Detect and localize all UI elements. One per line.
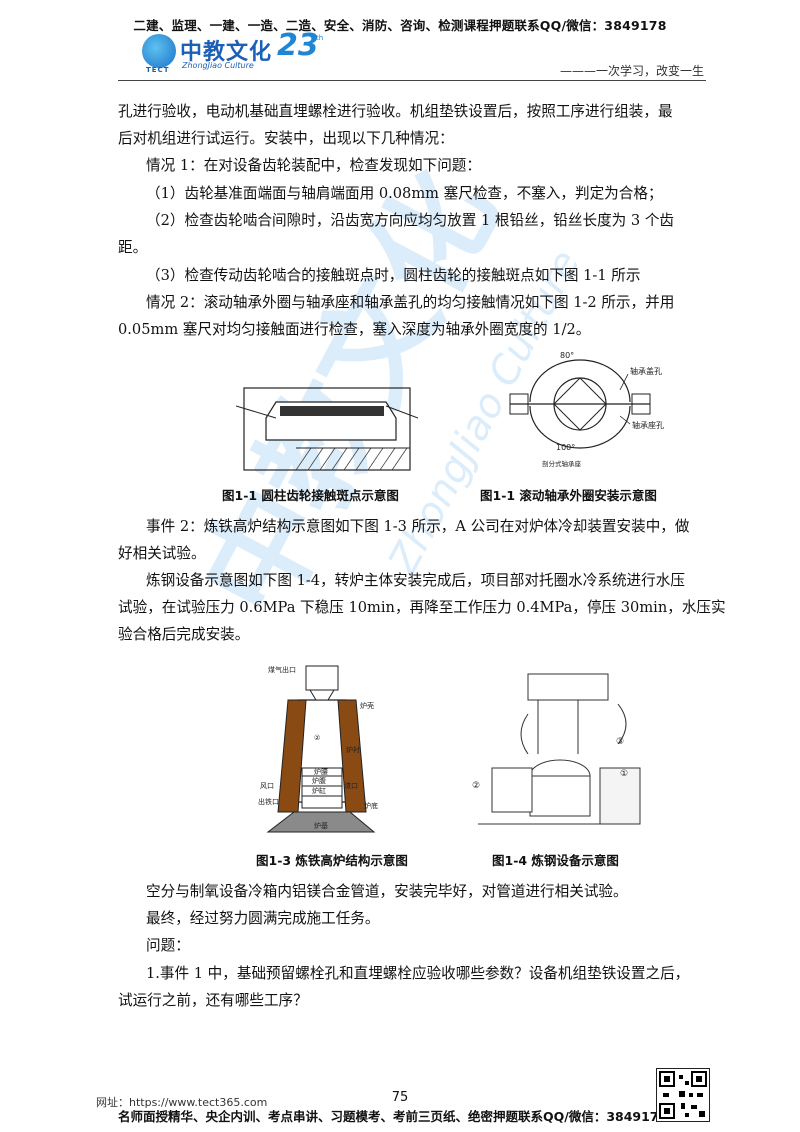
label-n2: ② (472, 781, 480, 791)
header-banner: 二建、监理、一建、一造、二造、安全、消防、咨询、检测课程押题联系QQ/微信：38… (133, 18, 667, 33)
paragraph-line: 空分与制氧设备冷箱内铝镁合金管道，安装完毕好，对管道进行相关试验。 (146, 883, 628, 900)
figure-blast-furnace: 煤气出口 炉壳 ② 炉衬 炉腰 炉腹 炉缸 风口 渣口 出铁口 炉底 炉基 (254, 662, 388, 840)
figure-steelmaking: ③ ② ① (468, 664, 648, 834)
paragraph-line: 问题： (146, 937, 190, 954)
paragraph-line: 最终，经过努力圆满完成施工任务。 (146, 910, 380, 927)
cover-hole-label: 轴承盖孔 (630, 366, 662, 376)
header-divider (118, 80, 706, 81)
split-bearing-label: 剖分式轴承座 (542, 459, 582, 468)
paragraph-line: 验合格后完成安装。 (118, 626, 250, 643)
figure-caption: 图1-1 滚动轴承外圈安装示意图 (480, 488, 657, 503)
paragraph-line: 孔进行验收，电动机基础直埋螺栓进行验收。机组垫铁设置后，按照工序进行组装，最 (118, 103, 673, 120)
label-bottom: 炉底 (364, 801, 378, 810)
label-tuyere: 风口 (260, 782, 274, 790)
figure-caption: 图1-1 圆柱齿轮接触斑点示意图 (222, 488, 399, 503)
brand-logo: TECT 中教文化 ZhongJiao Culture 23 th (142, 28, 332, 76)
footer-url[interactable]: 网址：https://www.tect365.com (96, 1096, 268, 1109)
paragraph-line: 事件 2：炼铁高炉结构示意图如下图 1-3 所示，A 公司在对炉体冷却装置安装中… (146, 518, 690, 535)
seat-hole-label: 轴承座孔 (632, 420, 664, 430)
paragraph-line: 好相关试验。 (118, 545, 206, 562)
figure-gear-contact (236, 378, 418, 474)
label-n3: ③ (616, 737, 624, 747)
paragraph-line: 距。 (118, 239, 148, 256)
page-number: 75 (391, 1090, 409, 1105)
label-hearth: 炉缸 (312, 786, 326, 795)
logo-anniversary: 23 (277, 28, 319, 63)
logo-abbr: TECT (146, 66, 170, 74)
paragraph-line: （3）检查传动齿轮啮合的接触斑点时，圆柱齿轮的接触斑点如下图 1-1 所示 (146, 267, 641, 284)
figure-caption: 图1-4 炼钢设备示意图 (492, 853, 619, 868)
label-iron: 出铁口 (258, 797, 279, 806)
angle-top-label: 80° (560, 351, 574, 360)
footer-banner: 名师面授精华、央企内训、考点串讲、习题模考、考前三页纸、绝密押题联系QQ/微信：… (118, 1109, 668, 1124)
paragraph-line: （1）齿轮基准面端面与轴肩端面用 0.08mm 塞尺检查，不塞入，判定为合格； (146, 185, 663, 202)
paragraph-line: 试运行之前，还有哪些工序？ (118, 992, 308, 1009)
slogan: ———一次学习，改变一生 (559, 64, 704, 78)
logo-globe-icon (142, 34, 176, 68)
logo-anniversary-suffix: th (316, 34, 324, 42)
figure-bearing: 80° 100° 轴承盖孔 轴承座孔 剖分式轴承座 (500, 350, 680, 472)
label-base: 炉基 (314, 821, 328, 830)
label-gas-outlet: 煤气出口 (268, 665, 296, 674)
paragraph-line: 情况 1：在对设备齿轮装配中，检查发现如下问题： (146, 157, 481, 174)
paragraph-line: （2）检查齿轮啮合间隙时，沿齿宽方向应均匀放置 1 根铅丝，铅丝长度为 3 个齿 (146, 212, 675, 229)
label-number: ② (314, 734, 320, 742)
logo-english: ZhongJiao Culture (182, 61, 254, 70)
paragraph-line: 1.事件 1 中，基础预留螺栓孔和直埋螺栓应验收哪些参数？设备机组垫铁设置之后， (146, 965, 690, 982)
label-shell: 炉壳 (360, 701, 374, 710)
figure-caption: 图1-3 炼铁高炉结构示意图 (256, 853, 408, 868)
paragraph-line: 试验，在试验压力 0.6MPa 下稳压 10min，再降至工作压力 0.4MPa… (118, 599, 726, 616)
label-belly: 炉腹 (312, 776, 326, 785)
logo-name: 中教文化 (180, 40, 273, 65)
paragraph-line: 后对机组进行试运行。安装中，出现以下几种情况： (118, 130, 454, 147)
angle-bottom-label: 100° (556, 443, 575, 452)
paragraph-line: 炼钢设备示意图如下图 1-4，转炉主体安装完成后，项目部对托圈水冷系统进行水压 (146, 572, 685, 589)
qr-code-icon (656, 1068, 710, 1122)
label-n1: ① (620, 769, 628, 779)
label-slag: 渣口 (344, 781, 358, 790)
label-lining: 炉衬 (346, 745, 360, 754)
label-waist: 炉腰 (314, 767, 328, 776)
paragraph-line: 情况 2：滚动轴承外圈与轴承座和轴承盖孔的均匀接触情况如下图 1-2 所示，并用 (146, 294, 675, 311)
paragraph-line: 0.05mm 塞尺对均匀接触面进行检查，塞入深度为轴承外圈宽度的 1/2。 (118, 321, 591, 338)
